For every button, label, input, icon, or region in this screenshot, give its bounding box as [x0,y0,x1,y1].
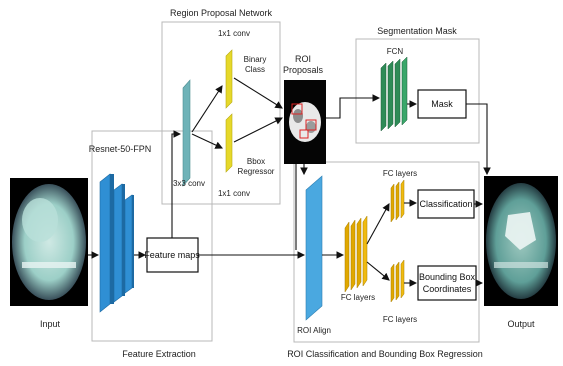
segmentation-title: Segmentation Mask [377,26,457,36]
conv3x3-block [182,79,191,187]
rpn-panel [161,21,281,205]
roi-align-label: ROI Align [297,326,331,335]
fc-layers-mid-label: FC layers [341,293,375,302]
roi-align-block [305,175,323,321]
feature-maps-label: Feature maps [144,250,200,260]
segmentation-panel [355,38,480,144]
input-label: Input [40,319,61,329]
classification-box [417,189,475,219]
output-image [484,176,558,306]
rpn-title: Region Proposal Network [170,8,273,18]
fc-blocks-bottom [390,259,405,303]
input-image [10,178,88,306]
mask-box [417,89,467,119]
fc-layers-bottom-label: FC layers [383,315,417,324]
connectors [88,77,491,287]
conv3x3-label: 3x3 conv [173,179,205,188]
binary-class-label-1: Binary [244,55,267,64]
bbox-regressor-label-1: Bbox [247,157,265,166]
resnet-label: Resnet-50-FPN [89,144,152,154]
feature-extraction-title: Feature Extraction [122,349,196,359]
classification-label: Classification [419,199,472,209]
resnet-blocks [99,173,134,313]
bbox-coordinates-box [417,265,477,301]
bbox-coordinates-label-1: Bounding Box [419,272,476,282]
feature-extraction-panel [91,130,213,342]
roi-proposals-label-2: Proposals [283,65,324,75]
binary-class-label-2: Class [245,65,265,74]
bbox-coordinates-label-2: Coordinates [423,284,472,294]
roi-proposals-label-1: ROI [295,54,311,64]
roi-proposals-image [284,80,326,164]
bbox-regressor-label-2: Regressor [238,167,275,176]
bbox-regressor-block [225,113,233,173]
conv1x1-bottom-label: 1x1 conv [218,189,250,198]
fc-blocks-middle [344,215,368,293]
roi-cls-title: ROI Classification and Bounding Box Regr… [287,349,483,359]
fcn-label: FCN [387,47,404,56]
conv1x1-top-label: 1x1 conv [218,29,250,38]
fc-blocks-top [390,179,405,223]
roi-cls-panel [293,161,480,343]
mask-label: Mask [431,99,453,109]
fcn-blocks [380,56,408,132]
binary-class-block [225,49,233,109]
fc-layers-top-label: FC layers [383,169,417,178]
output-label: Output [507,319,535,329]
